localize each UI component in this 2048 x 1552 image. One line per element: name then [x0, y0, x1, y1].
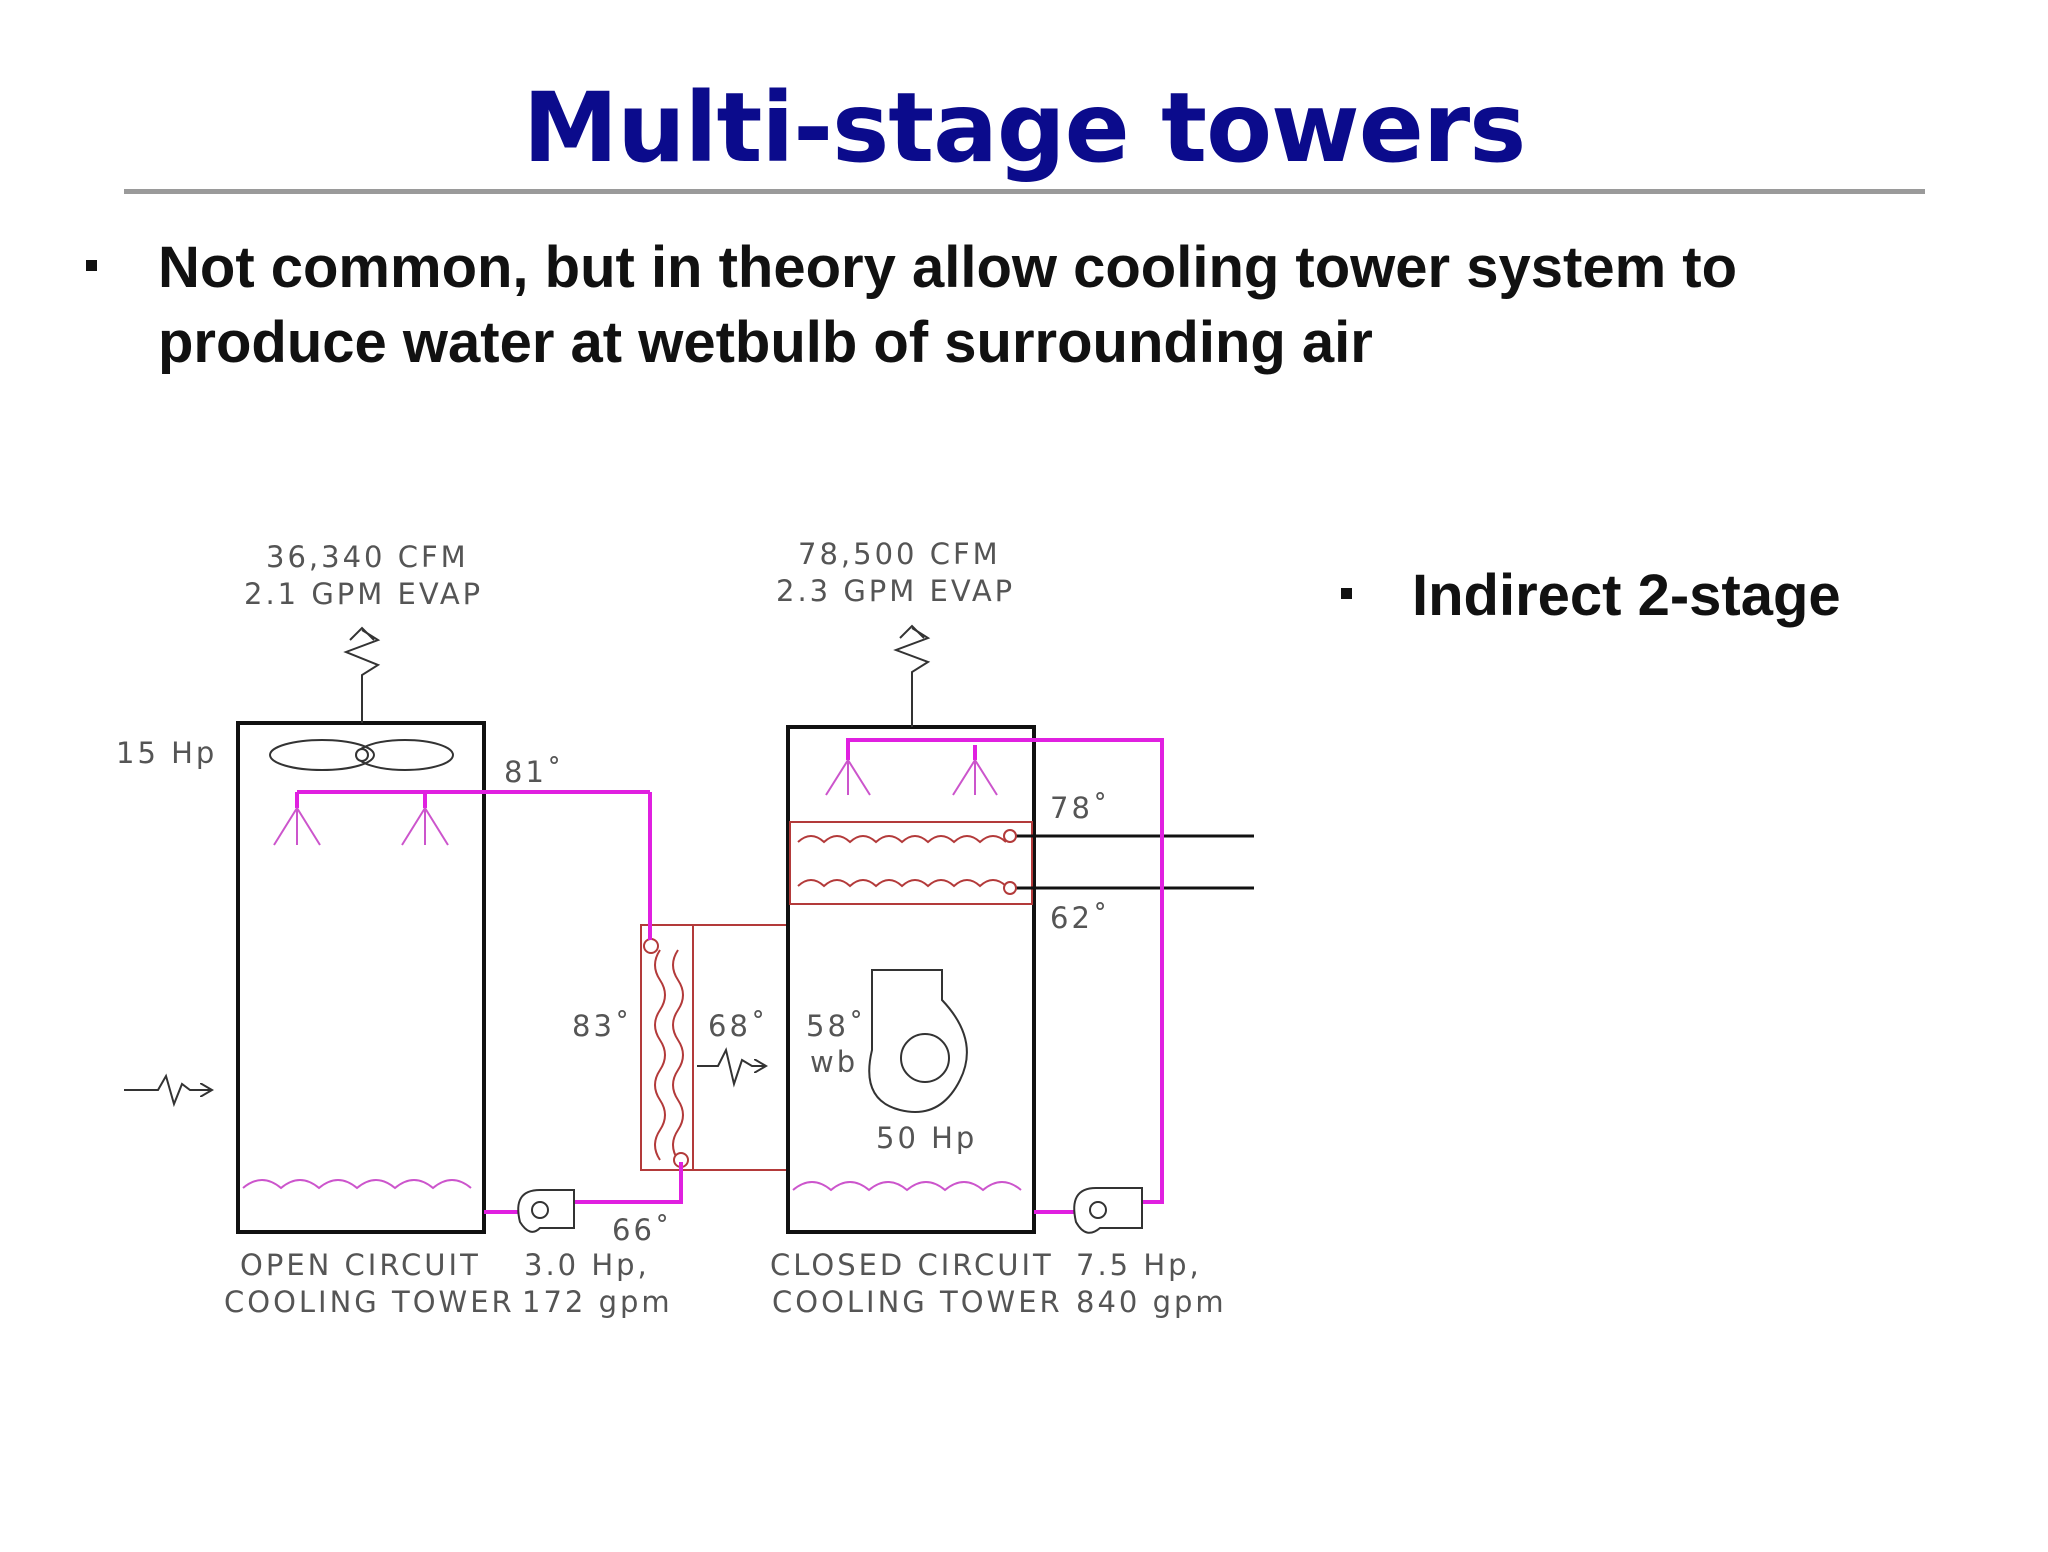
- closed-tower-inlet-wb-temp: 58˚: [806, 1009, 866, 1043]
- temp-81-label: 81˚: [504, 755, 564, 789]
- closed-tower-coil: [789, 821, 1033, 905]
- bullet-marker: [1341, 588, 1352, 599]
- open-tower-pump-hp-label: 3.0 Hp,: [524, 1248, 650, 1282]
- open-tower-airflow-label: 36,340 CFM: [266, 540, 469, 574]
- open-circuit-tower: [124, 626, 650, 1234]
- closed-tower-basin-water: [792, 1181, 1022, 1192]
- closed-tower-inlet-wb-unit: wb: [810, 1045, 858, 1079]
- open-tower-fan-icon: [269, 739, 454, 771]
- bullet-marker: [86, 260, 97, 271]
- closed-circuit-tower: [786, 624, 1254, 1234]
- open-tower-exhaust-arrowhead: [349, 626, 375, 641]
- open-tower-pump-icon: [484, 1189, 575, 1233]
- heat-exchanger: [570, 792, 788, 1204]
- open-tower-spray-nozzles: [273, 807, 449, 846]
- closed-tower-airflow-label: 78,500 CFM: [798, 537, 1001, 571]
- title-divider: [124, 189, 1925, 194]
- closed-tower-exhaust-arrowhead: [899, 624, 925, 639]
- closed-tower-blower-icon: [868, 969, 968, 1113]
- closed-tower-pump-gpm-label: 840 gpm: [1076, 1285, 1227, 1319]
- open-tower-name-line-1: OPEN CIRCUIT: [240, 1248, 481, 1282]
- heat-exchanger-body: [640, 924, 694, 1171]
- closed-tower-fan-hp-label: 50 Hp: [876, 1121, 977, 1155]
- temp-62-label: 62˚: [1050, 901, 1110, 935]
- closed-tower-name-line-1: CLOSED CIRCUIT: [770, 1248, 1054, 1282]
- temp-83-label: 83˚: [572, 1009, 632, 1043]
- open-tower-name-line-2: COOLING TOWER: [224, 1285, 515, 1319]
- open-tower-casing: [236, 721, 486, 1234]
- open-tower-pump-gpm-label: 172 gpm: [522, 1285, 673, 1319]
- bullet-text-line-1: Not common, but in theory allow cooling …: [158, 235, 1737, 300]
- closed-tower-pump-hp-label: 7.5 Hp,: [1076, 1248, 1202, 1282]
- hx-air-arrow: [697, 1047, 766, 1088]
- temp-78-label: 78˚: [1050, 791, 1110, 825]
- page-title: Multi-stage towers: [522, 72, 1527, 184]
- closed-tower-exhaust-arrow: [893, 627, 931, 727]
- temp-66-label: 66˚: [612, 1213, 672, 1247]
- closed-tower-spray-nozzles: [825, 759, 998, 796]
- open-tower-evap-label: 2.1 GPM EVAP: [244, 577, 483, 611]
- closed-tower-evap-label: 2.3 GPM EVAP: [776, 574, 1015, 608]
- open-tower-inlet-air-arrow: [124, 1073, 212, 1108]
- open-tower-fan-hp-label: 15 Hp: [116, 736, 217, 770]
- bullet-text-line-2: produce water at wetbulb of surrounding …: [158, 310, 1373, 375]
- bullet-text: Not common, but in theory allow cooling …: [158, 230, 1978, 380]
- open-tower-spray-header: [295, 790, 650, 808]
- closed-tower-name-line-2: COOLING TOWER: [772, 1285, 1063, 1319]
- hx-cold-water-pipe: [570, 1162, 683, 1204]
- open-tower-exhaust-arrow: [343, 629, 381, 723]
- bullet-indirect-2-stage: Indirect 2-stage: [1412, 563, 1841, 628]
- open-tower-basin-water: [242, 1179, 472, 1190]
- closed-tower-pump-icon: [1034, 1187, 1143, 1234]
- heat-exchanger-plates: [654, 949, 684, 1161]
- temp-68-label: 68˚: [708, 1009, 768, 1043]
